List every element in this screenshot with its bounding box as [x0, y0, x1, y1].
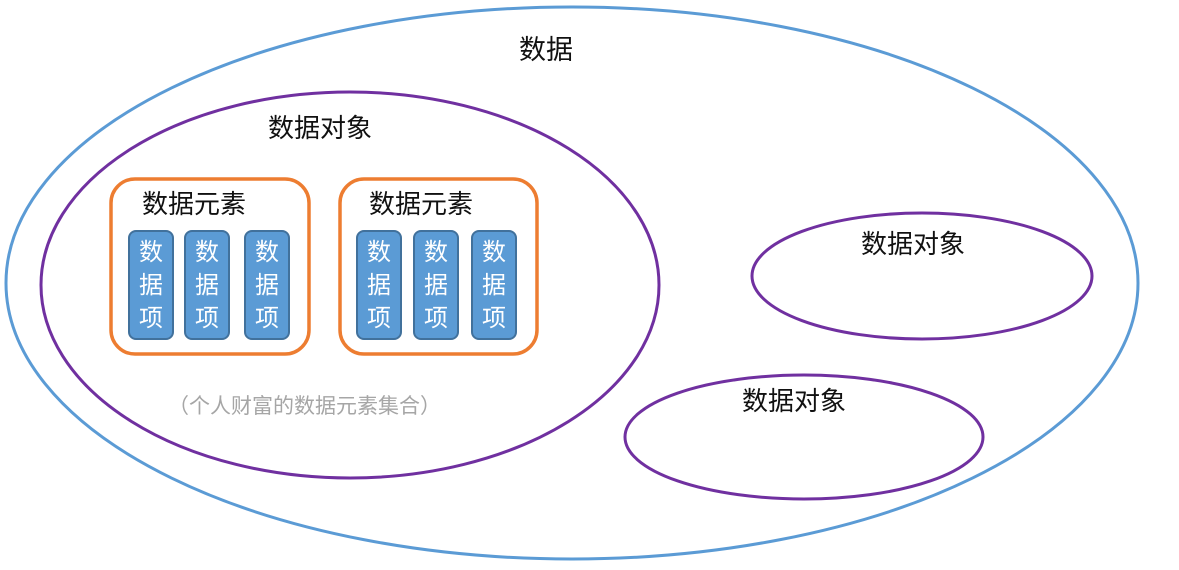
- data-element-box-2: [338, 177, 539, 356]
- data-item-char: 据: [255, 271, 279, 299]
- data-element-label-2: 数据元素: [369, 190, 474, 220]
- data-item-box: 数 据 项: [413, 230, 459, 340]
- data-item-char: 项: [139, 304, 163, 332]
- data-item-box: 数 据 项: [244, 230, 290, 340]
- data-item-char: 项: [255, 304, 279, 332]
- data-item-char: 数: [424, 238, 448, 266]
- data-item-box: 数 据 项: [184, 230, 230, 340]
- data-object-label-right: 数据对象: [861, 230, 966, 260]
- data-element-label-1: 数据元素: [142, 190, 247, 220]
- data-object-ellipse-right: [750, 211, 1094, 341]
- data-item-char: 数: [482, 238, 506, 266]
- data-object-ellipse-main: [39, 90, 661, 480]
- data-item-char: 据: [195, 271, 219, 299]
- data-object-ellipse-bottom: [623, 373, 985, 501]
- data-item-char: 据: [139, 271, 163, 299]
- data-item-char: 项: [482, 304, 506, 332]
- data-item-box: 数 据 项: [128, 230, 174, 340]
- data-item-char: 数: [255, 238, 279, 266]
- data-item-box: 数 据 项: [471, 230, 517, 340]
- data-element-box-1: [109, 177, 311, 356]
- data-item-box: 数 据 项: [356, 230, 402, 340]
- data-item-char: 数: [195, 238, 219, 266]
- note-caption: （个人财富的数据元素集合）: [168, 394, 441, 418]
- data-item-char: 项: [367, 304, 391, 332]
- data-item-char: 据: [367, 271, 391, 299]
- data-item-char: 据: [424, 271, 448, 299]
- data-outer-ellipse: [4, 5, 1140, 561]
- data-object-label-main: 数据对象: [268, 114, 373, 144]
- data-item-char: 数: [139, 238, 163, 266]
- data-item-char: 项: [195, 304, 219, 332]
- data-item-char: 项: [424, 304, 448, 332]
- data-item-char: 据: [482, 271, 506, 299]
- data-object-label-bottom: 数据对象: [742, 387, 847, 417]
- data-item-char: 数: [367, 238, 391, 266]
- data-label: 数据: [519, 35, 573, 66]
